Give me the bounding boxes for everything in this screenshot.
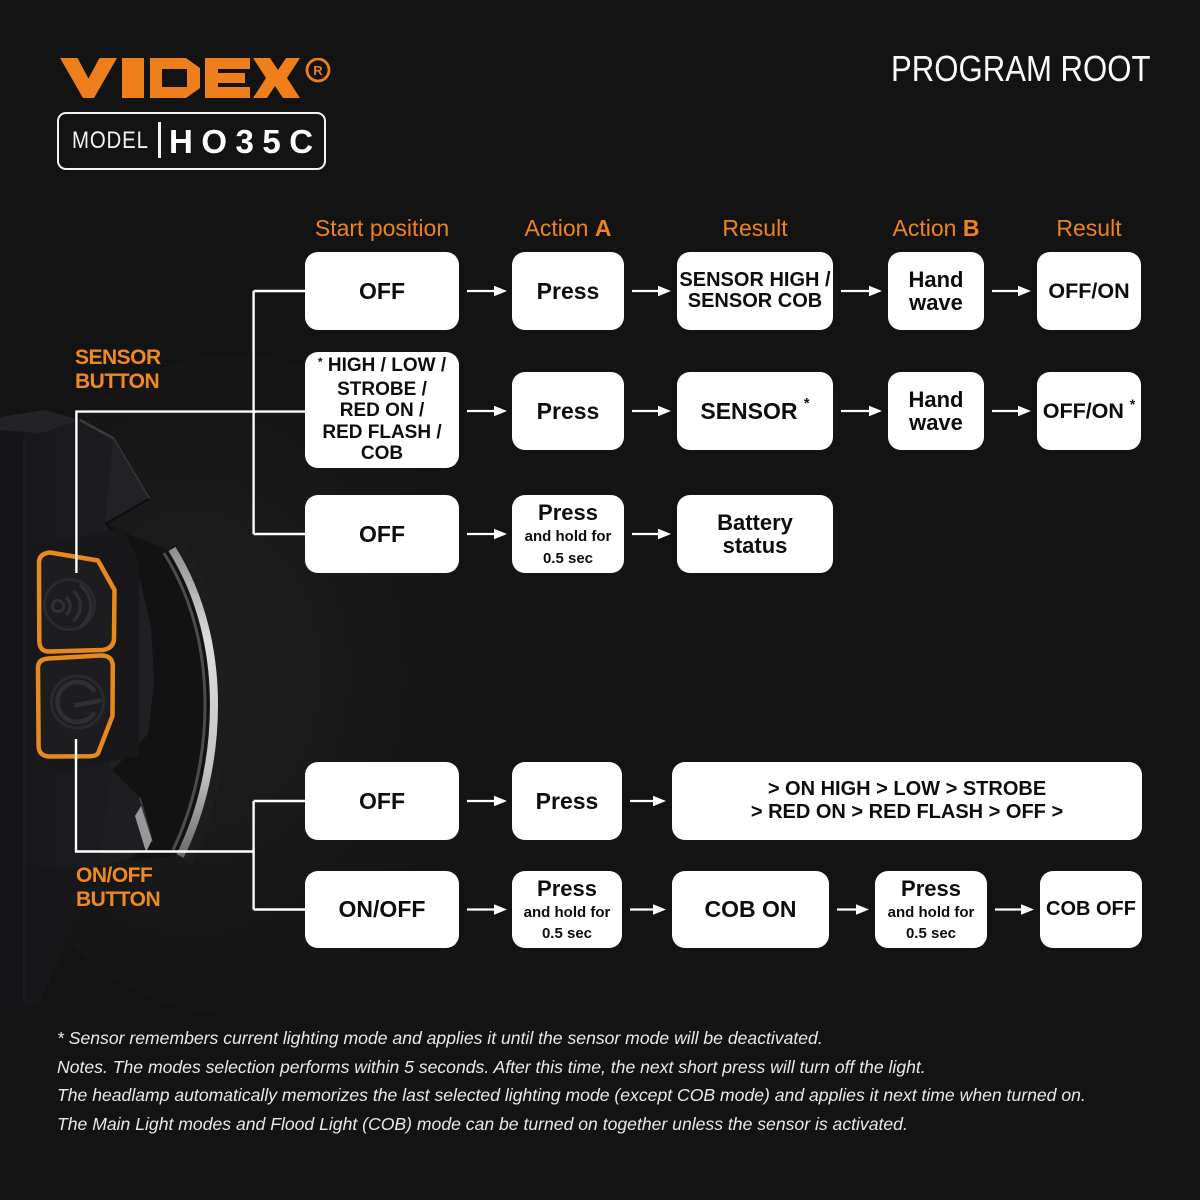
svg-text:R: R	[313, 63, 323, 78]
